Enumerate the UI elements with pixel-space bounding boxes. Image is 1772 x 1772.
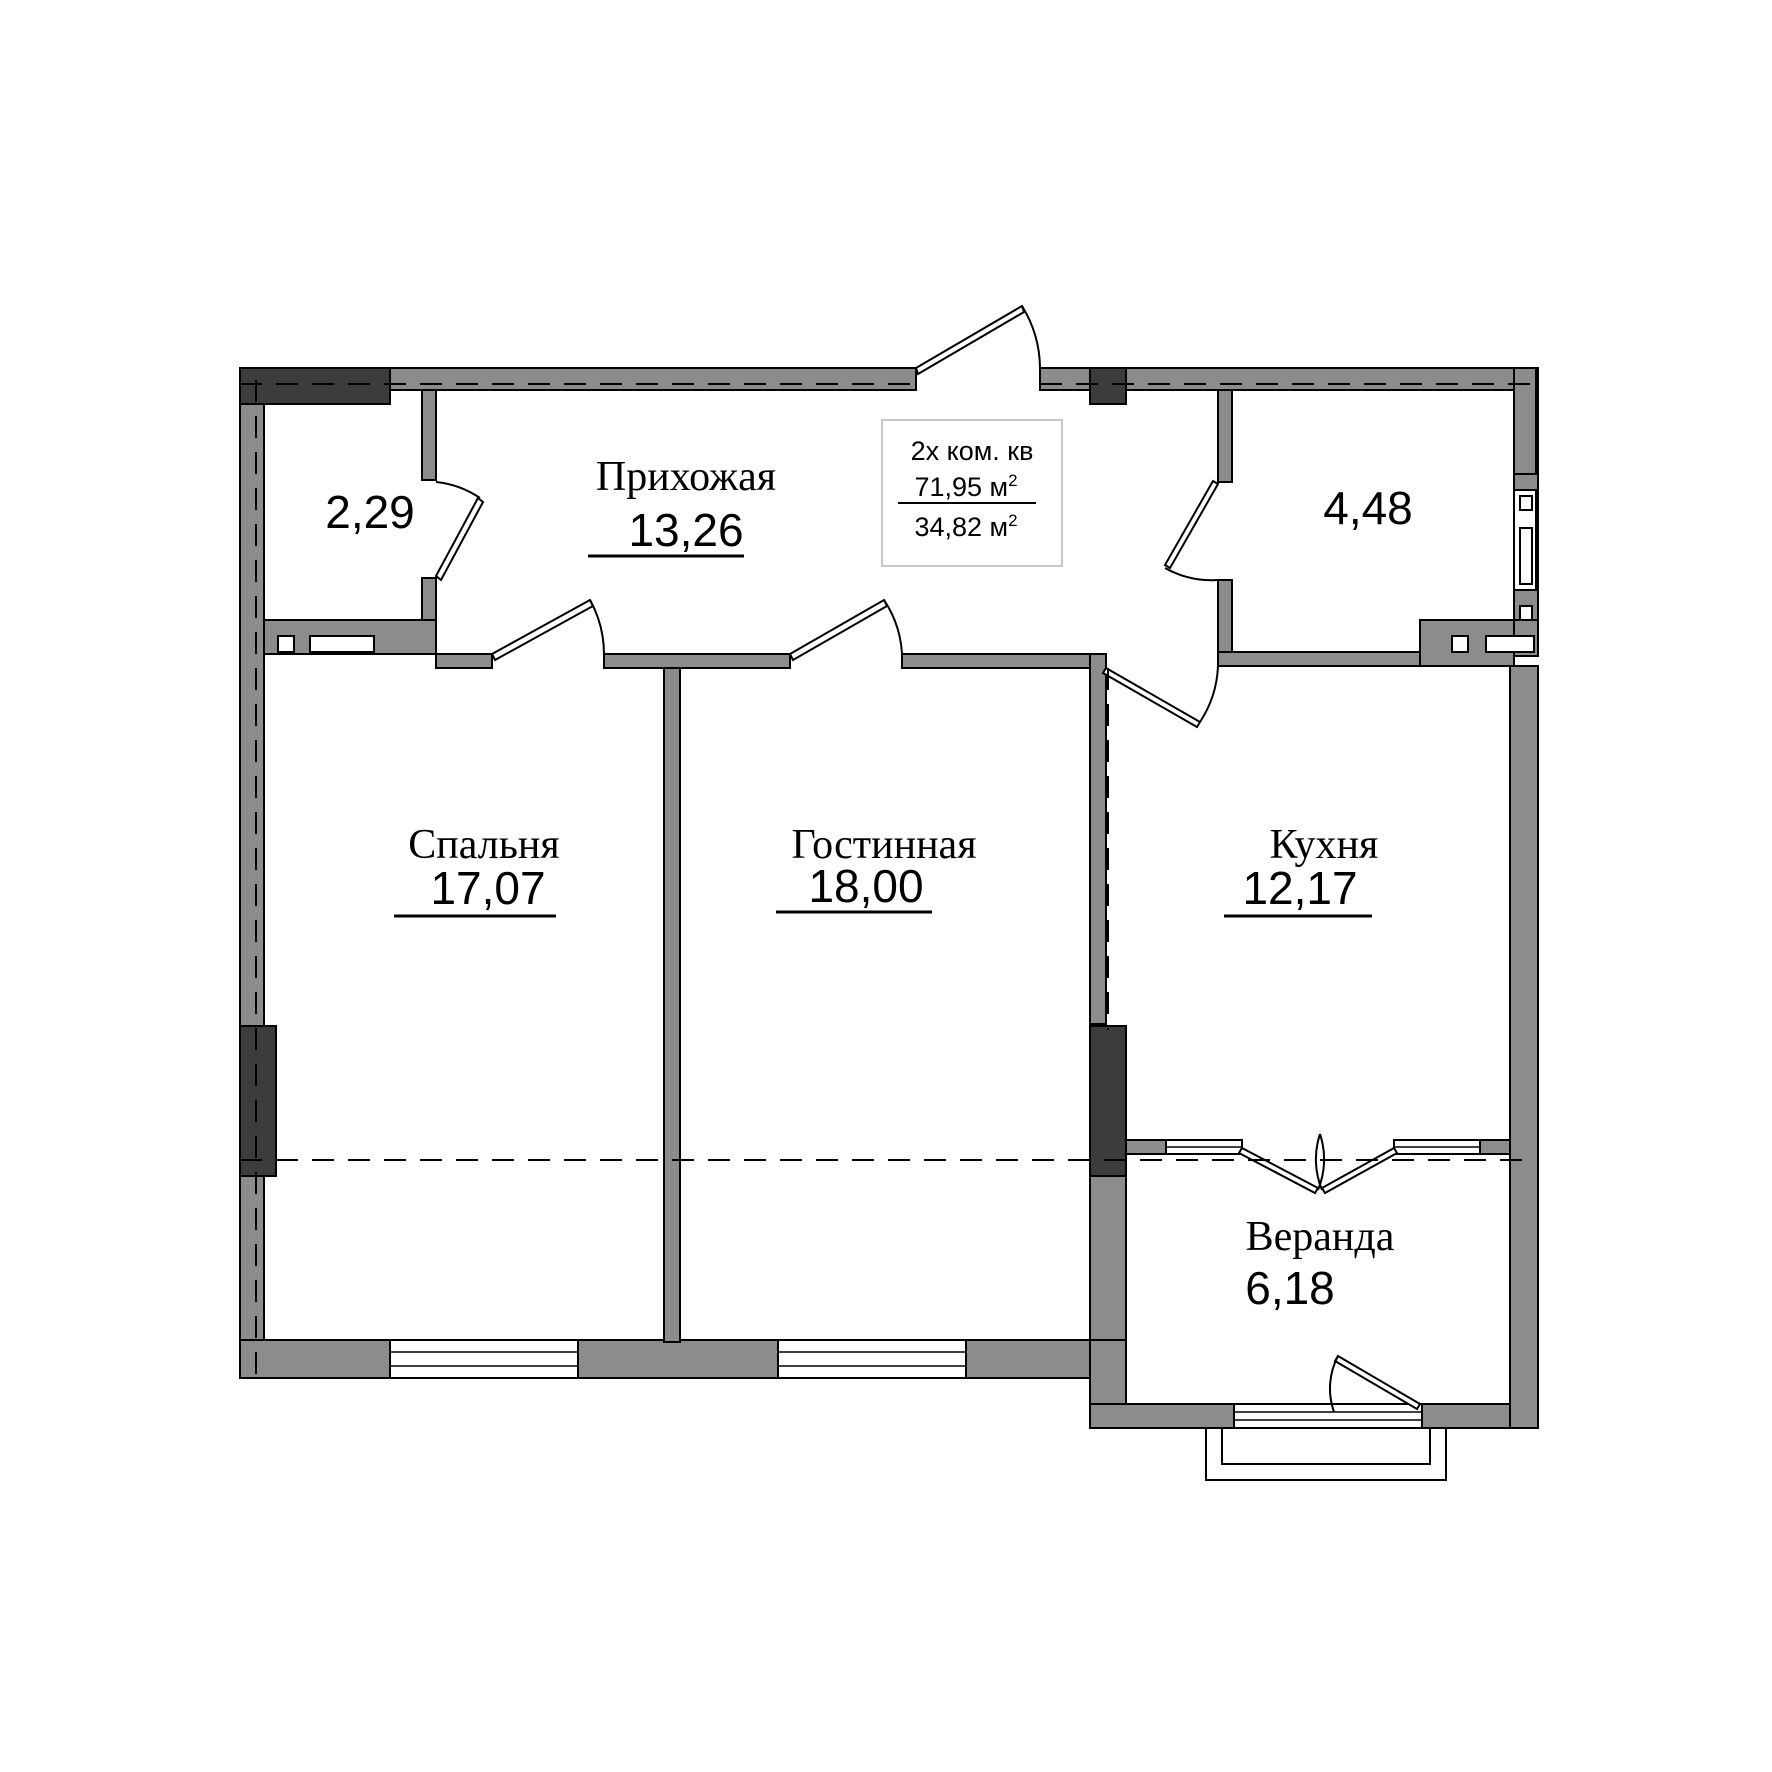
storage-window [1513, 489, 1537, 621]
bedroom-window [389, 1339, 579, 1379]
bedroom-door [490, 598, 605, 662]
room-labels: 2,29 Прихожая 13,26 4,48 Спальня 17,07 Г… [325, 454, 1413, 1314]
apartment-info-box: 2х ком. кв 71,95 м2 34,82 м2 [881, 419, 1063, 567]
bedroom-name: Спальня [408, 822, 559, 868]
living-door [788, 598, 903, 662]
columns [239, 367, 1127, 1177]
storage-area: 4,48 [1323, 482, 1413, 534]
balcony-ledge [1205, 1427, 1447, 1481]
living-window [777, 1339, 967, 1379]
doors [434, 304, 1422, 1413]
bedroom-area: 17,07 [430, 862, 545, 914]
entrance-door [914, 304, 1041, 376]
inner-walls [263, 389, 1515, 1343]
closet-door [434, 481, 485, 582]
windows [277, 489, 1537, 1481]
veranda-window [1233, 1403, 1423, 1429]
kitchen-door [1101, 665, 1219, 729]
total-area: 71,95 м2 [914, 471, 1017, 502]
hallway-area: 13,26 [628, 504, 743, 556]
storage-door [1163, 479, 1220, 582]
kitchen-name: Кухня [1270, 822, 1379, 868]
axis-lines [240, 380, 1536, 1380]
kitchen-area: 12,17 [1242, 862, 1357, 914]
closet-area: 2,29 [325, 486, 415, 538]
veranda-area: 6,18 [1245, 1262, 1335, 1314]
living-name: Гостинная [791, 822, 976, 868]
veranda-double-door [1237, 1133, 1399, 1195]
veranda-name: Веранда [1246, 1214, 1395, 1260]
apartment-type: 2х ком. кв [911, 436, 1034, 466]
living-area: 34,82 м2 [914, 511, 1017, 542]
living-area-label: 18,00 [808, 860, 923, 912]
veranda-exit-door [1328, 1354, 1422, 1413]
hallway-name: Прихожая [596, 454, 776, 500]
